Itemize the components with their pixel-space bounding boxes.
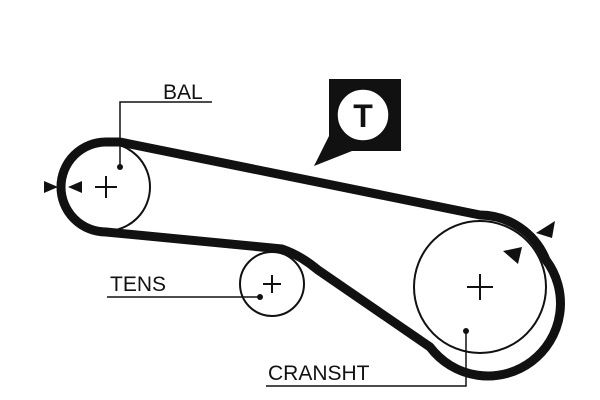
tdc-badge-circle: [336, 88, 390, 142]
tensioner-pulley-center-icon: [263, 275, 281, 293]
balance-pulley-center-icon: [95, 176, 117, 198]
tens-label: TENS: [110, 273, 166, 296]
tens-leader: [107, 294, 263, 300]
balance-timing-arrow-icon: [44, 181, 58, 193]
crankshaft-timing-arrow-icon: [536, 221, 555, 238]
balance-shaft-pulley: [61, 142, 151, 232]
timing-belt: [56, 137, 565, 381]
balance-timing-arrow-inner-icon: [68, 181, 82, 193]
tdc-badge-letter: T: [353, 98, 373, 134]
cransht-label: CRANSHT: [268, 362, 370, 385]
tdc-badge: T: [314, 79, 401, 166]
crankshaft-timing-arrow-inner-icon: [503, 247, 522, 264]
cransht-leader: [266, 328, 469, 387]
bal-label: BAL: [163, 81, 203, 104]
crankshaft-pulley-center-icon: [467, 274, 493, 300]
bal-leader: [117, 101, 212, 170]
crankshaft-pulley: [413, 220, 547, 354]
tensioner-pulley: [239, 251, 305, 317]
